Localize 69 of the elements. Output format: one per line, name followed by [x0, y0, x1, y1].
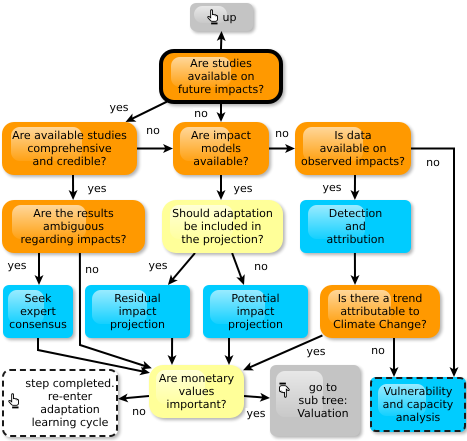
- node-text: Are available studies comprehensive and credible?: [12, 129, 127, 168]
- process-box: [370, 377, 466, 432]
- node-text: Should adaptation be included in the projection?: [172, 207, 273, 246]
- edge-label: no: [131, 406, 147, 418]
- navigation-box: [190, 3, 253, 31]
- arrow: [390, 338, 398, 377]
- edge-label: yes: [306, 346, 326, 358]
- node-text: step completed. re-enter adaptation learning cycle: [25, 377, 115, 429]
- node-text: Are studies available on future impacts?: [178, 57, 264, 96]
- node-text: Are monetary values important?: [158, 372, 234, 411]
- decision-box: [162, 200, 283, 253]
- edge-label: no: [145, 125, 161, 137]
- decision-box: [2, 122, 137, 175]
- arrow: [231, 252, 245, 286]
- arrow: [224, 338, 234, 365]
- arrow: [411, 148, 458, 377]
- arrow: [37, 338, 150, 376]
- decision-box: [295, 122, 411, 175]
- arrow: [118, 393, 150, 402]
- arrow: [168, 338, 177, 365]
- process-box: [3, 285, 73, 338]
- node-text: Potential impact projection: [228, 292, 283, 331]
- node-text: Residual impact projection: [110, 292, 165, 331]
- edge-label: yes: [232, 183, 254, 195]
- node-text: Detection and attribution: [326, 207, 384, 246]
- arrow: [34, 253, 44, 285]
- arrow: [68, 175, 78, 200]
- edge-label: yes: [148, 260, 168, 272]
- arrow: [137, 144, 173, 153]
- edge-label: no: [84, 264, 100, 276]
- edge-label: yes: [322, 182, 342, 194]
- arrow: [216, 31, 226, 50]
- process-box: [300, 200, 411, 253]
- arrow: [216, 104, 226, 122]
- arrow: [269, 144, 295, 153]
- decision-box: [320, 285, 440, 338]
- node-text: Is data available on observed impacts?: [301, 129, 405, 168]
- arrow: [78, 253, 152, 370]
- process-box: [85, 285, 190, 338]
- edge-label: yes: [246, 408, 266, 420]
- arrow: [126, 100, 170, 122]
- node-text: Are the results ambiguous regarding impacts?: [20, 207, 126, 246]
- arrow: [168, 252, 196, 285]
- decision-box: [173, 122, 269, 175]
- decision-box: [159, 49, 283, 104]
- node-text: Seek expert consensus: [9, 292, 67, 331]
- arrow: [350, 253, 360, 285]
- node-text: Are impact models available?: [191, 129, 251, 168]
- node-text: up: [222, 10, 236, 24]
- navigation-box: [270, 365, 360, 436]
- decision-box: [149, 365, 244, 418]
- node-text: Is there a trend attributable to Climate Change?: [333, 292, 427, 331]
- end-box: [2, 369, 118, 437]
- arrow: [244, 392, 270, 402]
- edge-label: no: [274, 128, 290, 140]
- edge-label: no: [425, 157, 441, 169]
- arrow: [243, 334, 323, 370]
- edge-label: yes: [86, 183, 108, 195]
- edge-label: no: [193, 108, 209, 120]
- arrow: [216, 175, 226, 200]
- edge-label: no: [370, 345, 386, 357]
- edge-label: no: [253, 261, 269, 273]
- arrow: [350, 175, 360, 200]
- edge-label: yes: [6, 260, 28, 272]
- process-box: [203, 285, 308, 338]
- node-text: Vulnerability and capacity analysis: [382, 385, 454, 424]
- node-text: go to sub tree: Valuation: [297, 381, 349, 420]
- edge-label: yes: [108, 102, 130, 114]
- decision-box: [2, 200, 145, 253]
